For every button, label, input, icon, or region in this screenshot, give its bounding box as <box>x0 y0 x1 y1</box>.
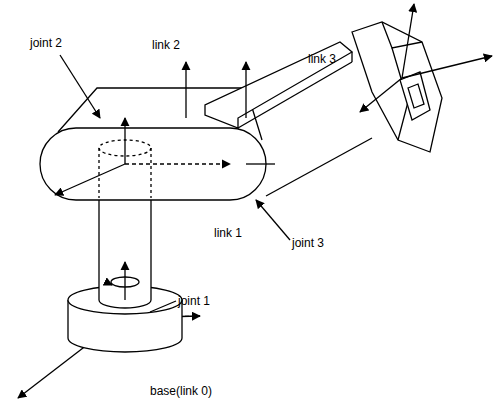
end-x-axis <box>402 56 492 78</box>
part-label: joint 2 <box>30 36 62 50</box>
link3-top <box>205 42 352 128</box>
part-label: link 3 <box>308 52 336 66</box>
link2-body <box>40 128 266 200</box>
end-y-axis <box>360 78 402 112</box>
part-label: link 2 <box>152 38 180 52</box>
link3-edge <box>351 52 352 62</box>
link2-axis <box>185 62 186 118</box>
part-label: joint 1 <box>178 294 210 308</box>
joint3-axis <box>246 163 275 164</box>
hidden-cylinder-side <box>98 148 99 198</box>
leader-line <box>60 55 100 118</box>
joint1-axis <box>124 262 125 300</box>
leader-line <box>256 200 290 240</box>
hidden-cylinder-side <box>150 148 151 198</box>
link1-cylinder <box>99 198 151 308</box>
gripper <box>352 22 442 152</box>
gripper-face <box>382 22 422 48</box>
gripper-jaw <box>400 72 430 120</box>
rotation-arrow <box>108 283 112 285</box>
joint3-z-axis <box>245 62 246 118</box>
gripper-jaw-inner <box>408 84 424 108</box>
link3-edge <box>238 62 352 128</box>
joint2-y-axis <box>125 163 230 164</box>
link3-lower-edge <box>266 138 372 196</box>
part-label: joint 3 <box>292 236 324 250</box>
end-z-axis <box>402 4 414 78</box>
part-label: link 1 <box>214 226 242 240</box>
joint2-z-axis <box>124 118 125 164</box>
part-label: base(link 0) <box>150 384 212 398</box>
leader-line <box>150 301 176 312</box>
joint2-x-axis <box>55 164 125 195</box>
